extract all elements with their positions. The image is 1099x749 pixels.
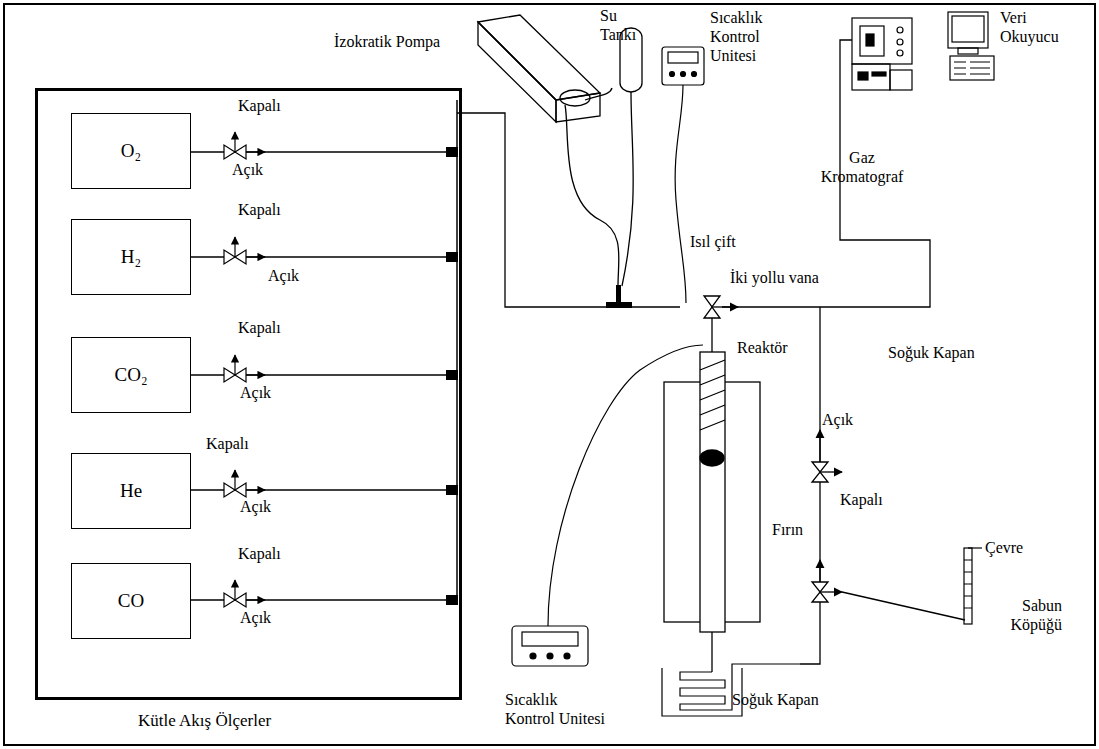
valve-state: Kapalı: [238, 200, 281, 219]
part-name: İzokratik Pompa: [334, 32, 440, 51]
valve-state: Açık: [240, 608, 271, 627]
gas-name: O₂: [121, 140, 141, 162]
gas-valves: [190, 132, 458, 607]
valve-part: [235, 145, 246, 159]
valve-part: [224, 145, 235, 159]
valve-part: [246, 151, 265, 152]
valve-state: Açık: [822, 410, 853, 429]
part-name: Çevre: [985, 538, 1023, 557]
part-name: Sıcaklık Kontrol Unitesi: [710, 8, 772, 65]
valve-part: [246, 599, 265, 600]
gas-cylinder-box: CO₂: [71, 337, 191, 413]
valve-part: [235, 250, 246, 264]
valve-part: [246, 374, 265, 375]
temperature-controller: [512, 345, 703, 666]
cold-trap: [662, 664, 800, 716]
valve-part: [224, 593, 235, 607]
valve-state: Kapalı: [238, 96, 281, 115]
gas-name: CO₂: [114, 364, 147, 386]
valve-part: [235, 483, 246, 497]
valve-part: [234, 355, 235, 375]
valve-part: [234, 470, 235, 490]
valve-part: [446, 370, 458, 380]
temperature-controller: [662, 47, 704, 303]
valve-state: Kapalı: [238, 544, 281, 563]
gas-name: He: [120, 480, 142, 502]
gas-cylinder-box: He: [71, 453, 191, 529]
outer-frame: [4, 4, 1095, 745]
valve-part: [235, 593, 246, 607]
part-name: Veri Okuyucu: [1000, 8, 1066, 46]
gas-name: CO: [118, 590, 144, 612]
valve-state: Kapalı: [238, 318, 281, 337]
part-name: Gaz Kromatograf: [812, 148, 912, 186]
valve-part: [446, 485, 458, 495]
valve-state: Kapalı: [840, 490, 883, 509]
valve-part: [224, 483, 235, 497]
valve-part: [234, 580, 235, 600]
part-name: Su Tankı: [600, 6, 644, 44]
part-name: İki yollu vana: [730, 268, 819, 287]
valve-part: [446, 252, 458, 262]
gas-cylinder-box: H₂: [71, 219, 191, 295]
soap-bubble-meter: [964, 548, 982, 624]
gas-cylinder-box: CO: [71, 563, 191, 639]
two-way-valve: [704, 296, 738, 352]
part-name: Reaktör: [737, 338, 788, 357]
part-name: Fırın: [772, 520, 803, 539]
gc-line: [722, 40, 930, 307]
valve-part: [234, 132, 235, 152]
valve-state: Açık: [268, 266, 299, 285]
part-name: Soğuk Kapan: [888, 343, 975, 362]
valve-part: [234, 237, 235, 257]
pump-symbol: [478, 15, 642, 286]
group-heading: Kütle Akış Ölçerler: [138, 711, 271, 731]
part-name: Sıcaklık Kontrol Unitesi: [505, 690, 609, 728]
part-name: Soğuk Kapan: [732, 690, 819, 709]
tee: [616, 285, 621, 305]
gas-chromatograph: [852, 12, 994, 90]
valve-state: Kapalı: [206, 434, 249, 453]
valve-part: [224, 250, 235, 264]
manifold: [456, 100, 458, 604]
valve-state: Açık: [232, 160, 263, 179]
valve-part: [246, 256, 265, 257]
part-name: Isıl çift: [690, 232, 736, 251]
part-name: Sabun Köpüğü: [1000, 596, 1062, 634]
valve-part: [446, 147, 458, 157]
valve-part: [246, 489, 265, 490]
valve-part: [224, 368, 235, 382]
valve-part: [446, 595, 458, 605]
valve-part: [235, 368, 246, 382]
feed-line: [457, 113, 680, 307]
reactor-furnace: [664, 352, 760, 672]
valve-state: Açık: [240, 497, 271, 516]
valve-state: Açık: [240, 383, 271, 402]
gas-cylinder-box: O₂: [71, 113, 191, 189]
gas-name: H₂: [121, 246, 141, 268]
